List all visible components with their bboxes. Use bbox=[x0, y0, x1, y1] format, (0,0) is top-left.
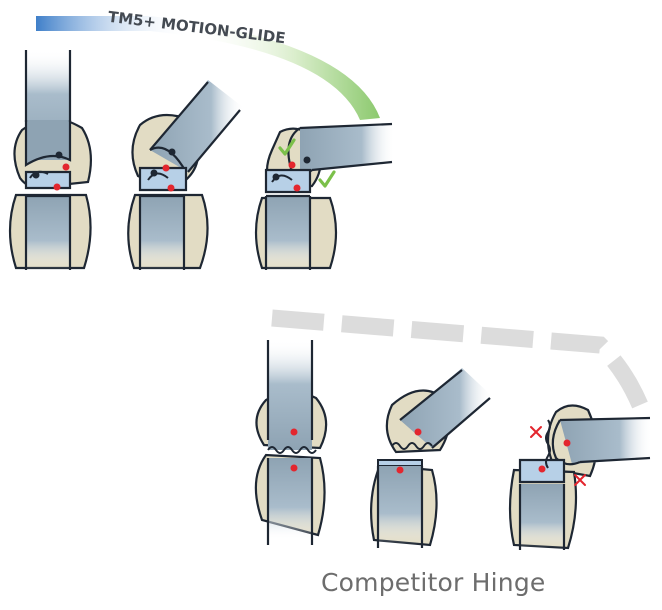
pivot-red bbox=[163, 165, 170, 172]
pivot-red bbox=[63, 164, 70, 171]
glide-joint-straight bbox=[10, 50, 91, 270]
x-mark-icon bbox=[575, 475, 585, 485]
hinge-joint-straight bbox=[256, 340, 326, 545]
glide-joint-partial bbox=[128, 80, 244, 270]
pivot-dark bbox=[169, 149, 176, 156]
motion-glide-label: TM5+ MOTION-GLIDE bbox=[107, 8, 286, 48]
hinge-joint-partial bbox=[371, 368, 492, 548]
pivot-red bbox=[415, 429, 422, 436]
competitor-hinge-label: Competitor Hinge bbox=[321, 568, 621, 597]
check-icon bbox=[320, 172, 334, 186]
pivot-dark bbox=[151, 170, 158, 177]
pivot-red bbox=[291, 429, 298, 436]
pivot-red bbox=[291, 465, 298, 472]
pivot-red bbox=[54, 184, 61, 191]
x-mark-icon bbox=[531, 427, 541, 437]
pivot-red bbox=[294, 185, 301, 192]
pivot-red bbox=[289, 162, 296, 169]
pivot-red bbox=[168, 185, 175, 192]
hinge-joint-bent bbox=[510, 405, 652, 550]
pivot-dark bbox=[33, 172, 40, 179]
pivot-red bbox=[397, 467, 404, 474]
glide-joint-bent bbox=[256, 124, 395, 270]
pivot-dark bbox=[273, 174, 280, 181]
pivot-red bbox=[564, 440, 571, 447]
pivot-dark bbox=[304, 157, 311, 164]
pivot-red bbox=[539, 466, 546, 473]
pivot-dark bbox=[56, 152, 63, 159]
